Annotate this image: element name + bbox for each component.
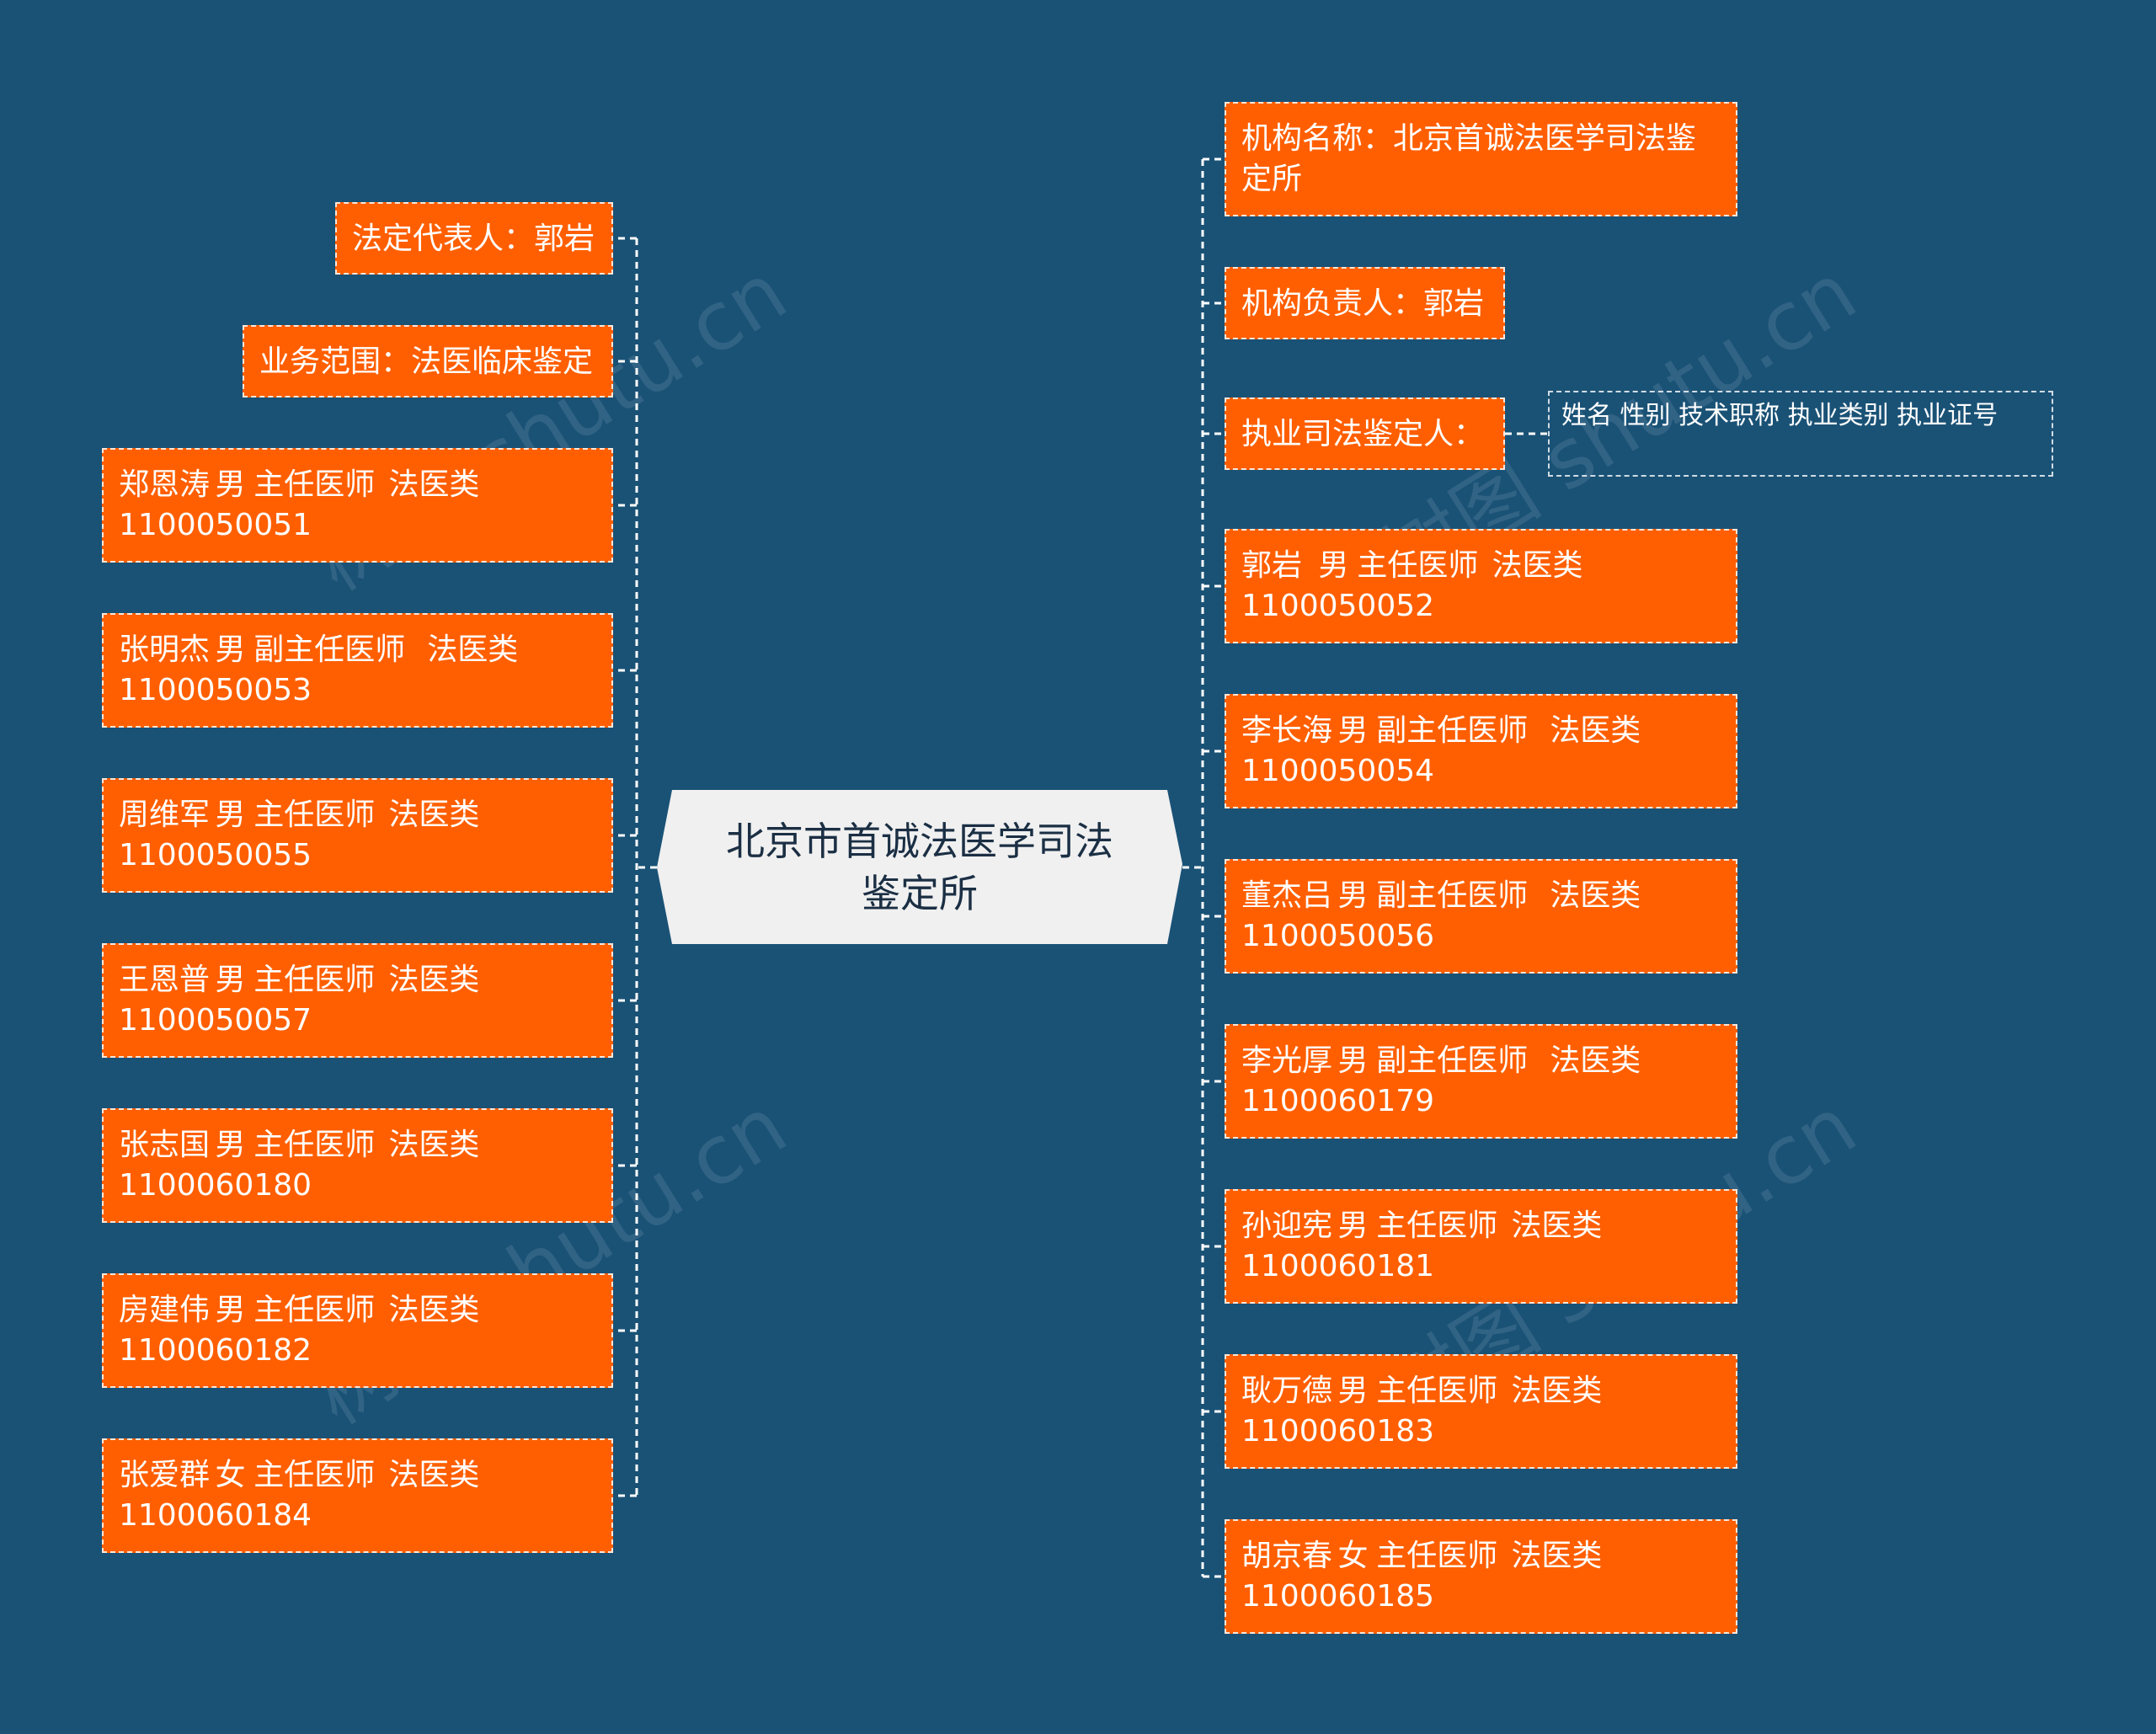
left-node-2[interactable]: 郑恩涛 男 主任医师 法医类 1100050051 [102, 448, 613, 563]
right-node-3[interactable]: 郭岩 男 主任医师 法医类 1100050052 [1225, 529, 1737, 643]
root-node[interactable]: 北京市首诚法医学司法鉴定所 [657, 790, 1182, 944]
right-node-8[interactable]: 耿万德 男 主任医师 法医类 1100060183 [1225, 1354, 1737, 1469]
left-node-1[interactable]: 业务范围：法医临床鉴定 [243, 325, 613, 397]
right-node-2[interactable]: 执业司法鉴定人： [1225, 397, 1505, 470]
left-node-3[interactable]: 张明杰 男 副主任医师 法医类 1100050053 [102, 613, 613, 728]
right-node-1[interactable]: 机构负责人：郭岩 [1225, 267, 1505, 339]
right-node-0[interactable]: 机构名称：北京首诚法医学司法鉴定所 [1225, 102, 1737, 216]
left-node-6[interactable]: 张志国 男 主任医师 法医类 1100060180 [102, 1108, 613, 1223]
right-node-9[interactable]: 胡京春 女 主任医师 法医类 1100060185 [1225, 1519, 1737, 1634]
sub-node-header[interactable]: 姓名 性别 技术职称 执业类别 执业证号 [1548, 391, 2053, 477]
left-node-4[interactable]: 周维军 男 主任医师 法医类 1100050055 [102, 778, 613, 893]
right-node-5[interactable]: 董杰吕 男 副主任医师 法医类 1100050056 [1225, 859, 1737, 974]
left-node-0[interactable]: 法定代表人：郭岩 [335, 202, 613, 275]
left-node-5[interactable]: 王恩普 男 主任医师 法医类 1100050057 [102, 943, 613, 1058]
right-node-7[interactable]: 孙迎宪 男 主任医师 法医类 1100060181 [1225, 1189, 1737, 1304]
left-node-7[interactable]: 房建伟 男 主任医师 法医类 1100060182 [102, 1273, 613, 1388]
right-node-4[interactable]: 李长海 男 副主任医师 法医类 1100050054 [1225, 694, 1737, 808]
left-node-8[interactable]: 张爱群 女 主任医师 法医类 1100060184 [102, 1438, 613, 1553]
right-node-6[interactable]: 李光厚 男 副主任医师 法医类 1100060179 [1225, 1024, 1737, 1139]
